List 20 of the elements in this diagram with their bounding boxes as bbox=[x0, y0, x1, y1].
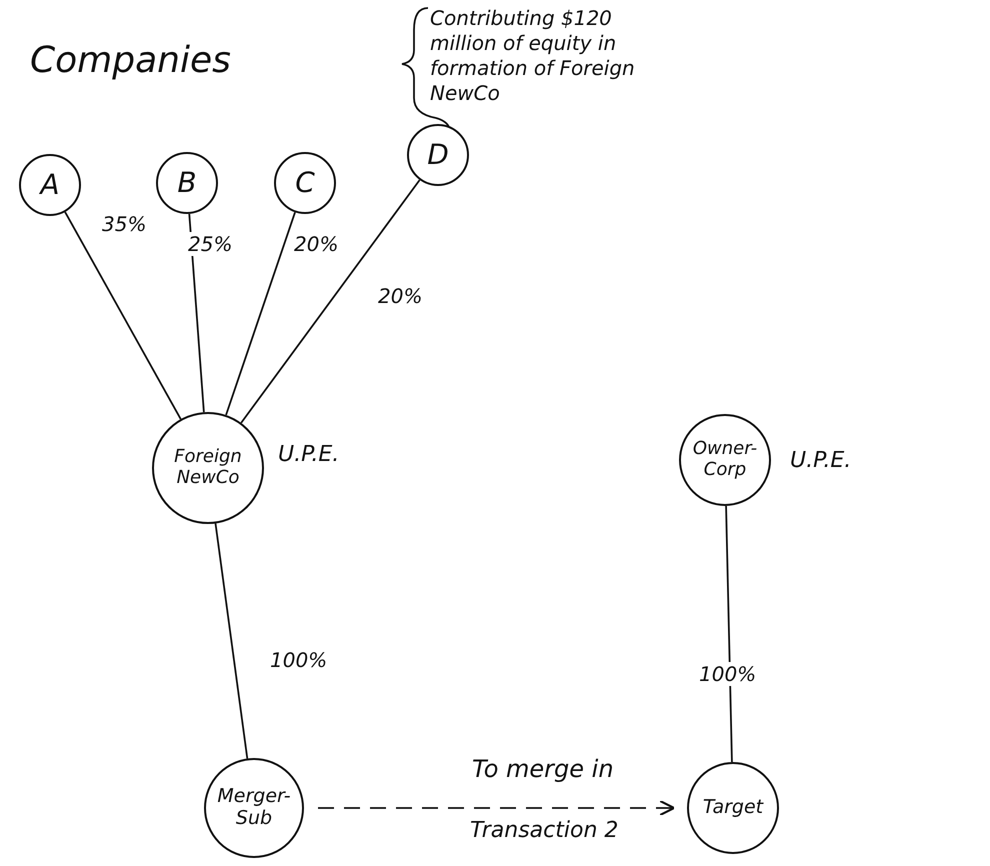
node-label: Foreign NewCo bbox=[173, 447, 243, 489]
node-label: Merger-Sub bbox=[216, 786, 292, 830]
transaction-note: Transaction 2 bbox=[470, 818, 618, 843]
connector-line bbox=[225, 212, 296, 416]
node-annotation: U.P.E. bbox=[278, 442, 340, 467]
node-label: Target bbox=[702, 797, 764, 819]
node-label: B bbox=[177, 166, 197, 200]
node-label: D bbox=[427, 138, 449, 172]
connector-line bbox=[188, 214, 205, 412]
connector-line bbox=[64, 212, 182, 420]
connector-line bbox=[240, 179, 420, 424]
note-text: Contributing $120 million of equity in formation of Foreign NewCo bbox=[430, 6, 636, 106]
node-label: A bbox=[40, 168, 60, 202]
node-label: C bbox=[295, 166, 315, 200]
node-annotation: U.P.E. bbox=[790, 448, 852, 473]
title-label: Companies bbox=[30, 40, 231, 81]
connector-line bbox=[725, 506, 733, 762]
arrow bbox=[318, 800, 676, 816]
node-label: Owner-Corp bbox=[692, 439, 758, 481]
connector-line bbox=[214, 523, 248, 759]
